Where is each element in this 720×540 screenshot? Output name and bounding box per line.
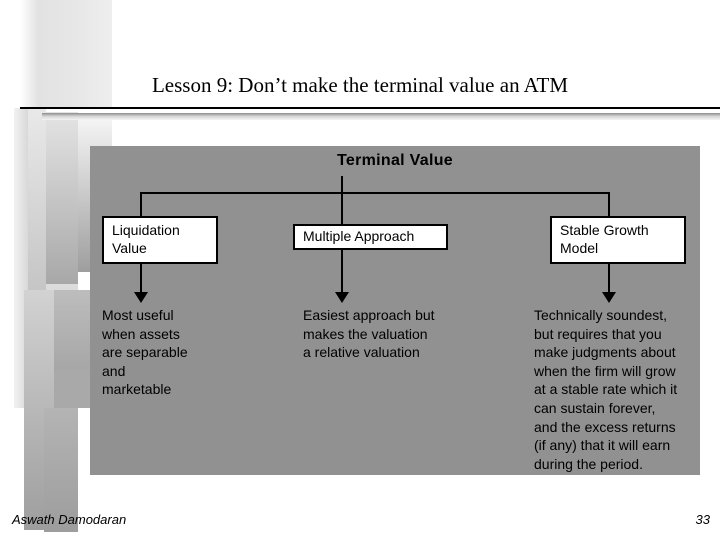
deco-bar-top [20,0,112,108]
connector-drop-stable-growth [608,192,610,216]
connector-trunk [341,176,343,193]
branch-box-liquidation[interactable]: Liquidation Value [102,216,218,264]
branch-description-liquidation: Most useful when assets are separable an… [102,307,188,398]
connector-horizontal [140,192,610,194]
diagram-panel: Terminal Value Liquidation Value Multipl… [90,146,700,475]
connector-stem-multiple [341,250,343,294]
footer-page-number: 33 [695,512,710,527]
deco-bar-6 [54,290,94,372]
footer-author: Aswath Damodaran [12,512,127,527]
connector-drop-liquidation [140,192,142,216]
slide-title: Lesson 9: Don’t make the terminal value … [151,73,569,97]
connector-stem-stable-growth [608,264,610,294]
branch-description-stable-growth: Technically soundest, but requires that … [534,307,678,472]
branch-box-stable-growth[interactable]: Stable Growth Model [550,216,686,264]
connector-drop-multiple [341,192,343,224]
arrowhead-liquidation-icon [134,292,148,303]
root-node-label: Terminal Value [337,152,453,169]
deco-bar-9 [44,408,78,532]
deco-bar-3 [46,112,78,284]
branch-description-multiple: Easiest approach but makes the valuation… [303,307,435,361]
arrowhead-stable-growth-icon [602,292,616,303]
title-rule-shadow [42,113,720,120]
arrowhead-multiple-icon [335,292,349,303]
title-rule [20,107,720,109]
branch-box-multiple[interactable]: Multiple Approach [293,224,448,250]
connector-stem-liquidation [140,264,142,294]
